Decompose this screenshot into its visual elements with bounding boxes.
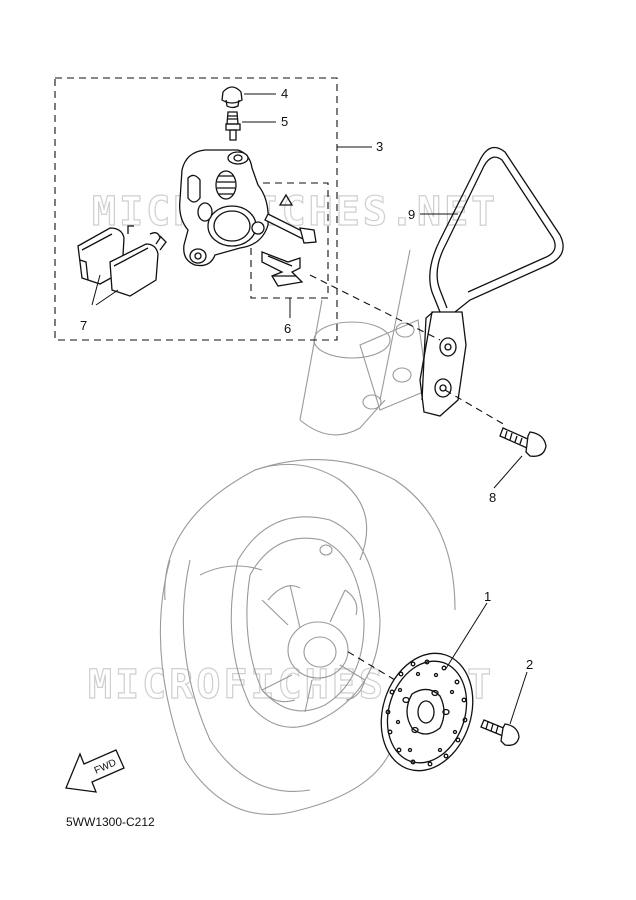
callout-3: 3 <box>376 139 383 154</box>
pad-spring-part <box>261 193 304 287</box>
callout-1: 1 <box>484 589 491 604</box>
caliper-body <box>179 149 269 267</box>
callout-5: 5 <box>281 114 288 129</box>
callout-8: 8 <box>489 490 496 505</box>
assembly-line-disc <box>344 649 396 681</box>
callout-4: 4 <box>281 86 288 101</box>
callout-7: 7 <box>80 318 87 333</box>
assembly-line-caliper <box>309 274 441 341</box>
brake-pads-part <box>77 225 167 297</box>
callout-6: 6 <box>284 321 291 336</box>
caliper-mount-bolt-part <box>499 427 547 457</box>
bleed-screw-part <box>225 111 241 141</box>
caliper-pin-bolt <box>264 213 317 244</box>
disc-bolt-part <box>480 719 520 746</box>
callout-9: 9 <box>408 207 415 222</box>
bleed-cap-part <box>221 86 243 109</box>
fwd-arrow: FWD <box>65 749 125 793</box>
leader-lines <box>91 93 528 725</box>
callout-2: 2 <box>526 657 533 672</box>
wheel-ghost <box>159 459 456 815</box>
drawing-code: 5WW1300-C212 <box>66 815 155 829</box>
fork-leg-ghost <box>299 249 429 436</box>
hose-guide-bracket-part <box>419 146 564 417</box>
brake-disc-part <box>380 652 474 772</box>
